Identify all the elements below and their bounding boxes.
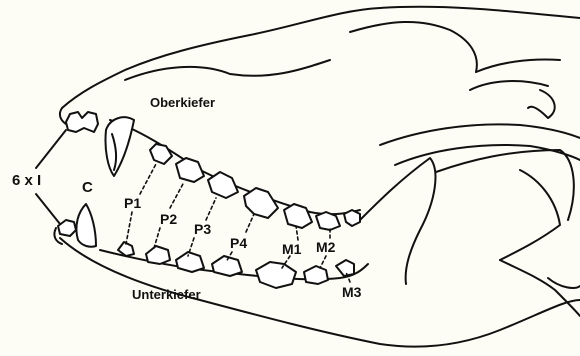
molar-3-label: M3 [342, 285, 361, 299]
upper-m1 [284, 204, 312, 228]
upper-p4 [244, 188, 278, 218]
ramus-front [360, 158, 435, 284]
lower-m3 [336, 260, 354, 276]
upper-incisors [66, 112, 98, 132]
upper-p1 [150, 144, 172, 164]
premolar-1-label: P1 [124, 196, 141, 210]
orbit [476, 60, 560, 73]
orbit-lower [470, 81, 548, 90]
incisor-leader-lower [36, 194, 60, 224]
molar-2-label: M2 [316, 240, 335, 254]
lower-jaw-label: Unterkiefer [132, 288, 201, 301]
brow-ridge [350, 22, 477, 72]
upper-m3 [344, 210, 360, 226]
angular-process [548, 278, 580, 288]
forehead-ridge [125, 60, 330, 80]
upper-p2 [176, 158, 204, 182]
premolar-4-label: P4 [230, 236, 247, 250]
zygomatic-arch-lower [395, 145, 580, 165]
upper-gumline [110, 120, 360, 214]
incisor-leader-upper [36, 130, 66, 168]
lower-p3 [176, 252, 204, 272]
premolar-3-label: P3 [194, 222, 211, 236]
canine-label: C [82, 180, 93, 195]
zygomatic-curl [528, 90, 555, 118]
lower-canine [76, 204, 96, 247]
incisors-label: 6 x I [12, 173, 41, 188]
skull-outline-upper [62, 7, 580, 108]
upper-canine [105, 117, 134, 176]
lower-p2 [146, 246, 170, 264]
zygomatic-arch [380, 124, 580, 145]
upper-jaw-label: Oberkiefer [150, 96, 215, 109]
molar-1-label: M1 [282, 242, 301, 256]
lower-incisors [58, 220, 76, 236]
coronoid [500, 170, 560, 260]
lower-m1 [256, 262, 296, 288]
premolar-2-label: P2 [160, 212, 177, 226]
upper-p3 [208, 172, 238, 198]
lower-m2 [304, 266, 328, 284]
ramus-back [436, 150, 574, 220]
